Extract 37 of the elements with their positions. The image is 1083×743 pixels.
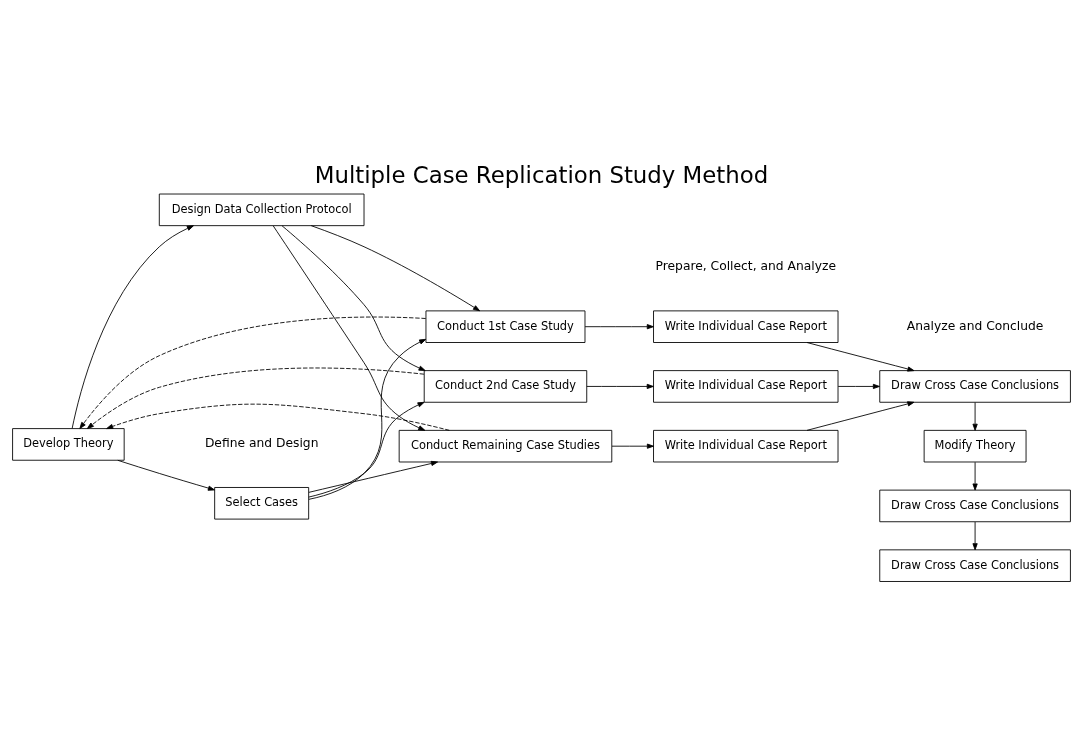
- node-box: Draw Cross Case Conclusions: [879, 489, 1071, 523]
- node-box: Conduct 2nd Case Study: [423, 370, 588, 403]
- arrow: [281, 225, 426, 371]
- node-box: Select Cases: [214, 487, 310, 520]
- arrow: [837, 383, 880, 390]
- arrow: [611, 443, 654, 449]
- arrow: [117, 459, 215, 491]
- node-box: Write Individual Case Report: [653, 310, 839, 343]
- arrow: [71, 225, 194, 429]
- node-box: Write Individual Case Report: [653, 370, 839, 403]
- arrow: [272, 225, 426, 431]
- label: Analyze and Conclude: [906, 318, 1044, 333]
- arrow: [972, 461, 978, 491]
- arrow: [106, 403, 450, 431]
- arrow: [308, 460, 438, 493]
- arrow: [79, 316, 427, 429]
- node-box: Draw Cross Case Conclusions: [879, 370, 1071, 403]
- node-box: Design Data Collection Protocol: [158, 193, 365, 227]
- arrow: [584, 324, 654, 330]
- arrow: [86, 367, 425, 429]
- arrow: [806, 401, 915, 431]
- diagram-title: Multiple Case Replication Study Method: [314, 162, 769, 189]
- label: Define and Design: [204, 435, 319, 450]
- node-box: Modify Theory: [923, 429, 1027, 463]
- label: Prepare, Collect, and Analyze: [655, 259, 837, 274]
- arrow: [972, 521, 978, 551]
- node-box: Conduct Remaining Case Studies: [398, 429, 613, 463]
- arrow: [972, 402, 978, 431]
- arrow: [586, 383, 654, 390]
- arrow: [308, 338, 427, 500]
- node-box: Conduct 1st Case Study: [425, 310, 586, 343]
- node-box: Draw Cross Case Conclusions: [879, 549, 1071, 582]
- arrow: [806, 342, 915, 372]
- node-box: Write Individual Case Report: [653, 429, 839, 463]
- arrow: [308, 401, 425, 498]
- arrow: [310, 225, 481, 312]
- node-box: Develop Theory: [12, 428, 125, 461]
